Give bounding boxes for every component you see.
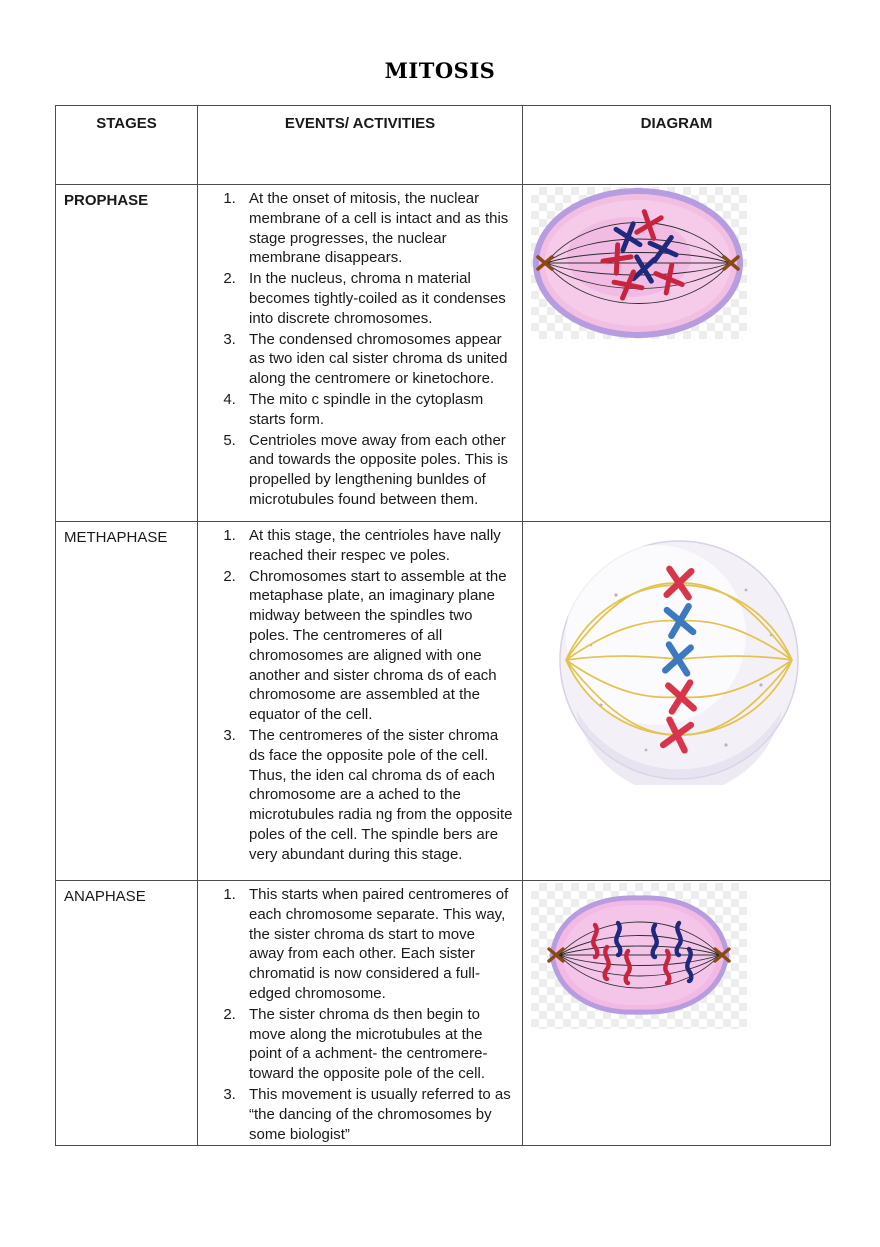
event-item: The mito c spindle in the cytoplasm star… xyxy=(240,390,514,430)
table-row-metaphase: METHAPHASE At this stage, the centrioles… xyxy=(55,521,831,881)
events-list-anaphase: This starts when paired centromeres of e… xyxy=(198,885,514,1144)
events-cell-prophase: At the onset of mitosis, the nuclear mem… xyxy=(197,184,523,522)
prophase-cell-diagram xyxy=(531,187,747,339)
events-cell-anaphase: This starts when paired centromeres of e… xyxy=(197,879,523,1147)
diagram-cell-metaphase xyxy=(522,521,831,881)
mitosis-table: STAGES EVENTS/ ACTIVITIES DIAGRAM PROPHA… xyxy=(55,105,831,1147)
event-item: At the onset of mitosis, the nuclear mem… xyxy=(240,189,514,268)
metaphase-cell-diagram xyxy=(556,535,802,785)
event-item: At this stage, the centrioles have nally… xyxy=(240,526,514,566)
stage-label-prophase: PROPHASE xyxy=(55,184,198,522)
anaphase-cell-diagram xyxy=(531,883,747,1029)
diagram-cell-prophase xyxy=(522,184,831,522)
event-item: The sister chroma ds then begin to move … xyxy=(240,1005,514,1084)
events-cell-metaphase: At this stage, the centrioles have nally… xyxy=(197,521,523,881)
stage-label-anaphase: ANAPHASE xyxy=(55,879,198,1147)
events-list-metaphase: At this stage, the centrioles have nally… xyxy=(198,526,514,865)
stage-label-metaphase: METHAPHASE xyxy=(55,521,198,881)
col-header-events: EVENTS/ ACTIVITIES xyxy=(197,105,523,185)
event-item: The centromeres of the sister chroma ds … xyxy=(240,726,514,865)
col-header-diagram: DIAGRAM xyxy=(522,105,831,185)
event-item: Chromosomes start to assemble at the met… xyxy=(240,567,514,725)
event-item: This starts when paired centromeres of e… xyxy=(240,885,514,1004)
diagram-cell-anaphase xyxy=(522,879,831,1147)
events-list-prophase: At the onset of mitosis, the nuclear mem… xyxy=(198,189,514,510)
event-item: In the nucleus, chroma n material become… xyxy=(240,269,514,328)
event-item: This movement is usually referred to as … xyxy=(240,1085,514,1144)
event-item: The condensed chromosomes appear as two … xyxy=(240,330,514,389)
page-title: MITOSIS xyxy=(384,58,496,83)
header-row: STAGES EVENTS/ ACTIVITIES DIAGRAM xyxy=(55,105,831,185)
col-header-stages: STAGES xyxy=(55,105,198,185)
table-row-prophase: PROPHASE At the onset of mitosis, the nu… xyxy=(55,184,831,522)
table-row-anaphase: ANAPHASE This starts when paired centrom… xyxy=(55,879,831,1147)
event-item: Centrioles move away from each other and… xyxy=(240,431,514,510)
